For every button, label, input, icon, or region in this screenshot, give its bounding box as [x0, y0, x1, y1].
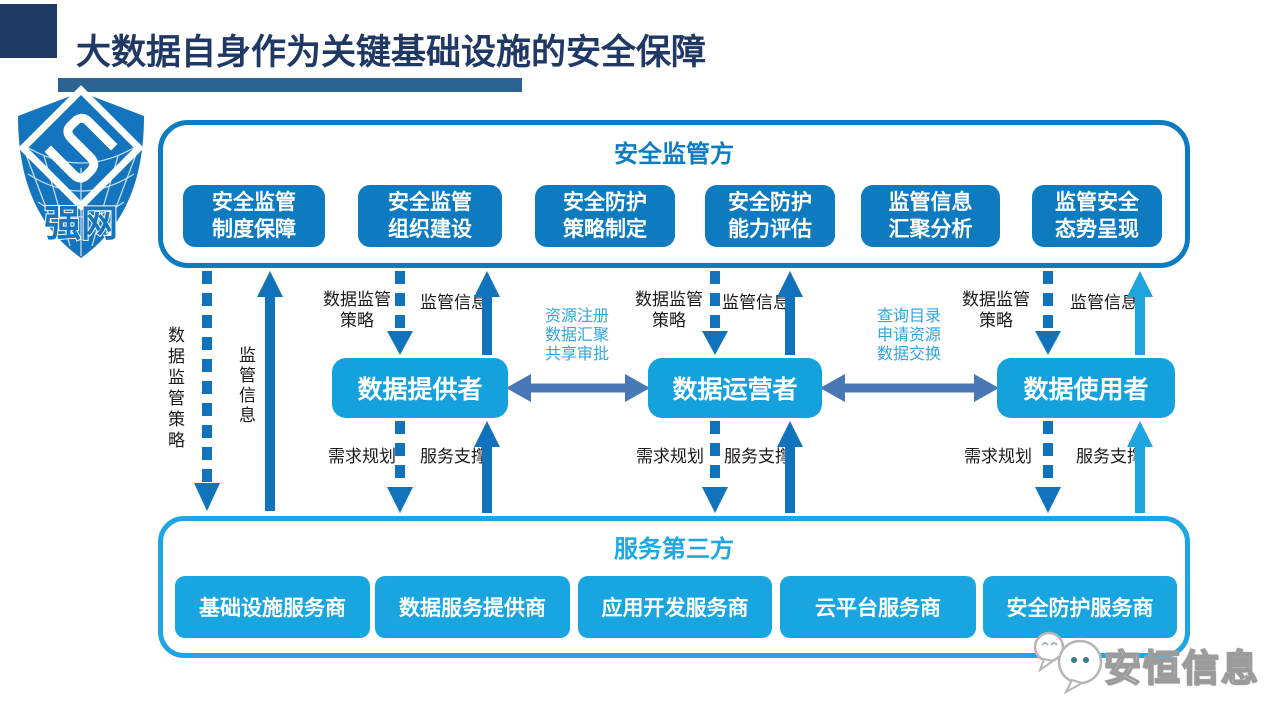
arrow-down-dashed-icon [387, 421, 413, 513]
regulator-frame [158, 120, 1190, 268]
tp-box-security-protection: 安全防护服务商 [983, 576, 1177, 638]
regulator-box-info-analysis: 监管信息 汇聚分析 [861, 185, 1000, 247]
tp-box-infrastructure: 基础设施服务商 [175, 576, 370, 638]
label-support-up-provider: 服务支撑 [420, 447, 488, 466]
third-party-title: 服务第三方 [614, 536, 734, 563]
title-underline-bar [58, 78, 522, 92]
label-policy-down-operator: 数据监管 策略 [635, 290, 703, 330]
arrow-down-dashed-icon [1035, 421, 1061, 513]
left-vertical-label-policy: 数据监管策略 [165, 326, 184, 452]
label-support-up-operator: 服务支撑 [724, 447, 792, 466]
tp-box-cloud-platform: 云平台服务商 [780, 576, 976, 638]
exchange-label-operator-user: 查询目录 申请资源 数据交换 [876, 308, 941, 363]
watermark-brand-text: 安恒信息 [1103, 647, 1260, 690]
label-info-up-user: 监管信息 [1070, 293, 1138, 312]
arrow-up-solid-icon [777, 271, 803, 355]
qiangwang-shield-logo-icon: 强网 [18, 85, 144, 258]
arrow-up-solid-icon [474, 271, 500, 355]
arrow-down-dashed-icon [702, 421, 728, 513]
page-title: 大数据自身作为关键基础设施的安全保障 [76, 33, 707, 72]
arrow-up-solid-icon [1127, 421, 1153, 513]
actor-box-data-operator: 数据运营者 [648, 358, 822, 418]
third-party-frame [158, 516, 1190, 658]
arrow-up-solid-icon [474, 421, 500, 513]
regulator-box-capability-eval: 安全防护 能力评估 [705, 185, 835, 247]
arrow-up-solid-icon [1127, 271, 1153, 355]
label-info-up-operator: 监管信息 [722, 293, 790, 312]
actor-box-data-provider: 数据提供者 [332, 358, 508, 418]
chat-bubbles-icon [1033, 631, 1103, 695]
label-info-up-provider: 监管信息 [420, 293, 488, 312]
regulator-box-org-building: 安全监管 组织建设 [358, 185, 502, 247]
label-support-up-user: 服务支撑 [1076, 447, 1144, 466]
label-policy-down-user: 数据监管 策略 [962, 290, 1030, 330]
tp-box-data-service: 数据服务提供商 [375, 576, 570, 638]
regulator-title: 安全监管方 [614, 141, 734, 168]
label-demand-down-user: 需求规划 [964, 447, 1032, 466]
double-arrow-provider-operator-icon [506, 374, 650, 402]
label-demand-down-provider: 需求规划 [328, 447, 396, 466]
header-accent-square [0, 4, 57, 58]
regulator-box-situation-display: 监管安全 态势呈现 [1032, 185, 1162, 247]
tp-box-app-dev: 应用开发服务商 [578, 576, 772, 638]
arrow-down-dashed-icon [702, 271, 728, 355]
exchange-label-provider-operator: 资源注册 数据汇聚 共享审批 [544, 308, 609, 363]
left-vertical-label-info: 监管信息 [236, 346, 255, 426]
arrow-up-solid-icon [777, 421, 803, 513]
double-arrow-operator-user-icon [820, 374, 999, 402]
arrow-down-dashed-long-icon [194, 271, 220, 511]
arrow-down-dashed-icon [1035, 271, 1061, 355]
regulator-box-policy-making: 安全防护 策略制定 [535, 185, 675, 247]
label-demand-down-operator: 需求规划 [636, 447, 704, 466]
arrow-down-dashed-icon [387, 271, 413, 355]
arrow-up-solid-long-icon [257, 271, 283, 511]
logo-label: 强网 [44, 203, 118, 244]
label-policy-down-provider: 数据监管 策略 [323, 290, 391, 330]
regulator-box-system-guarantee: 安全监管 制度保障 [183, 185, 325, 247]
actor-box-data-user: 数据使用者 [997, 358, 1175, 418]
